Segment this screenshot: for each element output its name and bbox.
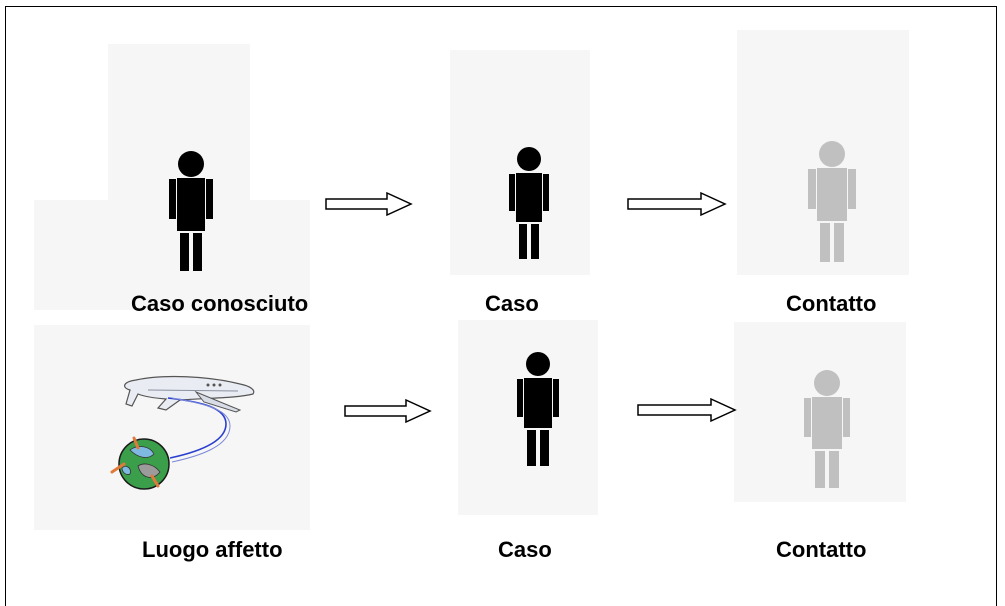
- person-shape: [804, 370, 850, 488]
- arrow-right-icon: [637, 397, 737, 423]
- airplane-globe-icon: [110, 375, 255, 490]
- globe-icon: [110, 436, 170, 490]
- arrow-right-icon: [627, 191, 727, 217]
- contact-person-icon: [808, 141, 856, 262]
- person-shape: [808, 141, 856, 262]
- person-shape: [509, 147, 549, 259]
- label-case: Caso: [498, 537, 552, 562]
- arrow-right-icon: [325, 191, 413, 217]
- person-shape: [169, 151, 213, 271]
- case-person-icon: [517, 352, 559, 466]
- label-contact: Contatto: [776, 537, 867, 562]
- arrow-right-icon: [344, 398, 432, 424]
- background-patch: [34, 325, 310, 530]
- label-case: Caso: [485, 291, 539, 316]
- airplane-icon: [124, 375, 255, 413]
- label-known-case: Caso conosciuto: [131, 291, 309, 316]
- label-affected-place: Luogo affetto: [142, 537, 283, 562]
- diagram-frame: [5, 6, 997, 606]
- flight-path: [167, 397, 227, 459]
- person-shape: [517, 352, 559, 466]
- known-case-person-icon: [169, 151, 213, 271]
- contact-person-icon: [804, 370, 850, 488]
- label-contact: Contatto: [786, 291, 877, 316]
- case-person-icon: [509, 147, 549, 259]
